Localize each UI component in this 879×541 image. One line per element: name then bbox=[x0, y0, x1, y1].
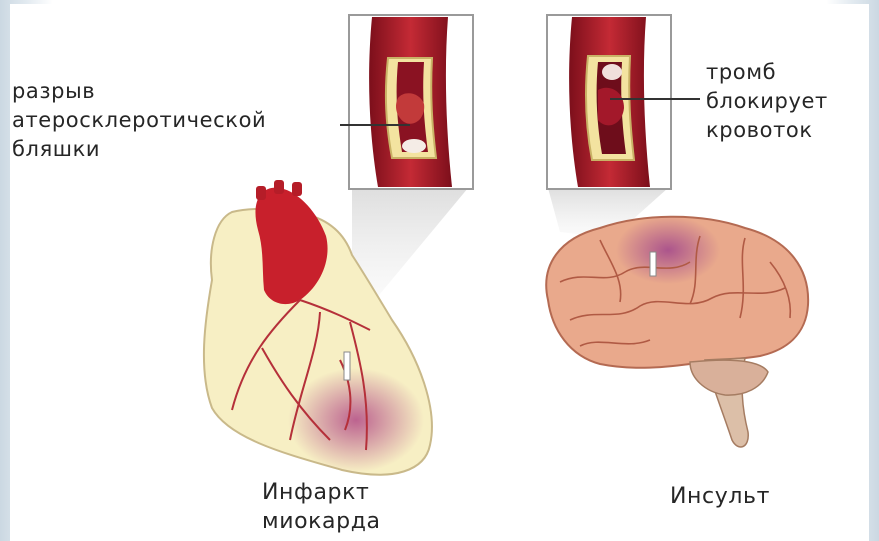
label-stroke-line-1: Инсульт bbox=[670, 482, 770, 511]
label-stroke: Инсульт bbox=[670, 482, 770, 511]
label-plaque-line-2: атеросклеротической bbox=[12, 106, 266, 135]
brain-illustration bbox=[546, 216, 808, 447]
label-infarct-line-2: миокарда bbox=[262, 507, 381, 536]
label-plaque-line-3: бляшки bbox=[12, 135, 266, 164]
label-myocardial-infarction: Инфаркт миокарда bbox=[262, 478, 381, 536]
label-plaque-rupture: разрыв атеросклеротической бляшки bbox=[12, 77, 266, 164]
label-infarct-line-1: Инфаркт bbox=[262, 478, 381, 507]
label-thrombus-line-1: тромб bbox=[706, 58, 828, 87]
artery-cross-section-thrombus bbox=[547, 15, 671, 189]
label-plaque-line-1: разрыв bbox=[12, 77, 266, 106]
artery-cross-section-ruptured-plaque bbox=[349, 15, 473, 189]
label-thrombus: тромб блокирует кровоток bbox=[706, 58, 828, 145]
label-thrombus-line-2: блокирует bbox=[706, 87, 828, 116]
label-thrombus-line-3: кровоток bbox=[706, 116, 828, 145]
